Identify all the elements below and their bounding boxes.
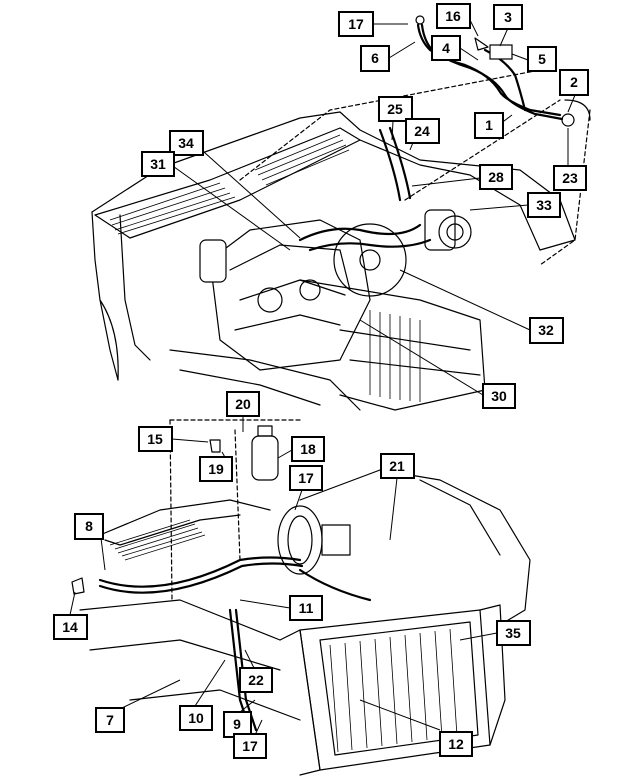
svg-text:25: 25 [387, 101, 403, 117]
callout-28: 28 [479, 164, 513, 190]
svg-text:31: 31 [150, 156, 166, 172]
svg-text:23: 23 [562, 170, 578, 186]
svg-text:30: 30 [491, 388, 507, 404]
callout-21: 21 [380, 453, 415, 479]
svg-text:24: 24 [414, 123, 430, 139]
svg-text:3: 3 [504, 9, 512, 25]
callout-20: 20 [226, 391, 260, 417]
svg-text:12: 12 [448, 736, 464, 752]
svg-text:17: 17 [348, 16, 364, 32]
svg-text:22: 22 [248, 672, 264, 688]
callout-5: 5 [527, 46, 557, 72]
svg-text:11: 11 [299, 600, 314, 616]
svg-text:18: 18 [300, 441, 316, 457]
svg-text:10: 10 [188, 710, 204, 726]
svg-text:33: 33 [536, 197, 552, 213]
callout-8: 8 [74, 513, 104, 540]
svg-text:14: 14 [62, 619, 78, 635]
top-engine-bay-illustration [91, 69, 591, 411]
callout-16: 16 [436, 3, 471, 29]
callout-15: 15 [138, 426, 173, 452]
svg-text:16: 16 [445, 8, 461, 24]
svg-text:6: 6 [371, 50, 379, 66]
svg-text:17: 17 [298, 470, 314, 486]
svg-text:8: 8 [85, 518, 93, 534]
top-hose-assembly-illustration [415, 15, 591, 127]
svg-text:5: 5 [538, 51, 546, 67]
svg-text:17: 17 [242, 738, 258, 754]
callout-10: 10 [179, 705, 213, 731]
callout-2: 2 [559, 69, 589, 96]
callout-24: 24 [405, 118, 440, 144]
svg-text:2: 2 [570, 74, 578, 90]
svg-text:1: 1 [485, 117, 493, 133]
svg-text:19: 19 [208, 461, 224, 477]
svg-text:34: 34 [178, 135, 194, 151]
callout-34: 34 [169, 130, 204, 156]
callout-17-bottom: 17 [233, 733, 267, 759]
svg-text:20: 20 [235, 396, 251, 412]
callout-7: 7 [95, 707, 125, 733]
callout-33: 33 [527, 192, 561, 218]
callout-35: 35 [496, 620, 531, 646]
callout-22: 22 [239, 667, 273, 693]
svg-text:28: 28 [488, 169, 504, 185]
callout-4: 4 [431, 35, 461, 61]
svg-text:9: 9 [233, 716, 241, 732]
callout-11: 11 [289, 595, 323, 621]
callout-17-top: 17 [338, 11, 374, 37]
callout-23: 23 [553, 165, 587, 191]
callout-1: 1 [474, 112, 504, 139]
callout-32: 32 [529, 317, 564, 344]
callout-25: 25 [378, 96, 413, 122]
callout-14: 14 [53, 614, 88, 640]
svg-text:21: 21 [389, 458, 405, 474]
svg-text:32: 32 [538, 322, 554, 338]
callout-30: 30 [482, 383, 516, 409]
svg-text:4: 4 [442, 40, 450, 56]
svg-text:35: 35 [505, 625, 521, 641]
callout-3: 3 [493, 4, 523, 30]
callout-18: 18 [291, 436, 325, 462]
svg-text:7: 7 [106, 712, 114, 728]
svg-text:15: 15 [147, 431, 163, 447]
callout-12: 12 [439, 731, 473, 757]
callout-19: 19 [199, 456, 233, 482]
callout-17-mid: 17 [289, 465, 323, 491]
callout-6: 6 [360, 45, 390, 72]
callout-31: 31 [141, 151, 175, 177]
